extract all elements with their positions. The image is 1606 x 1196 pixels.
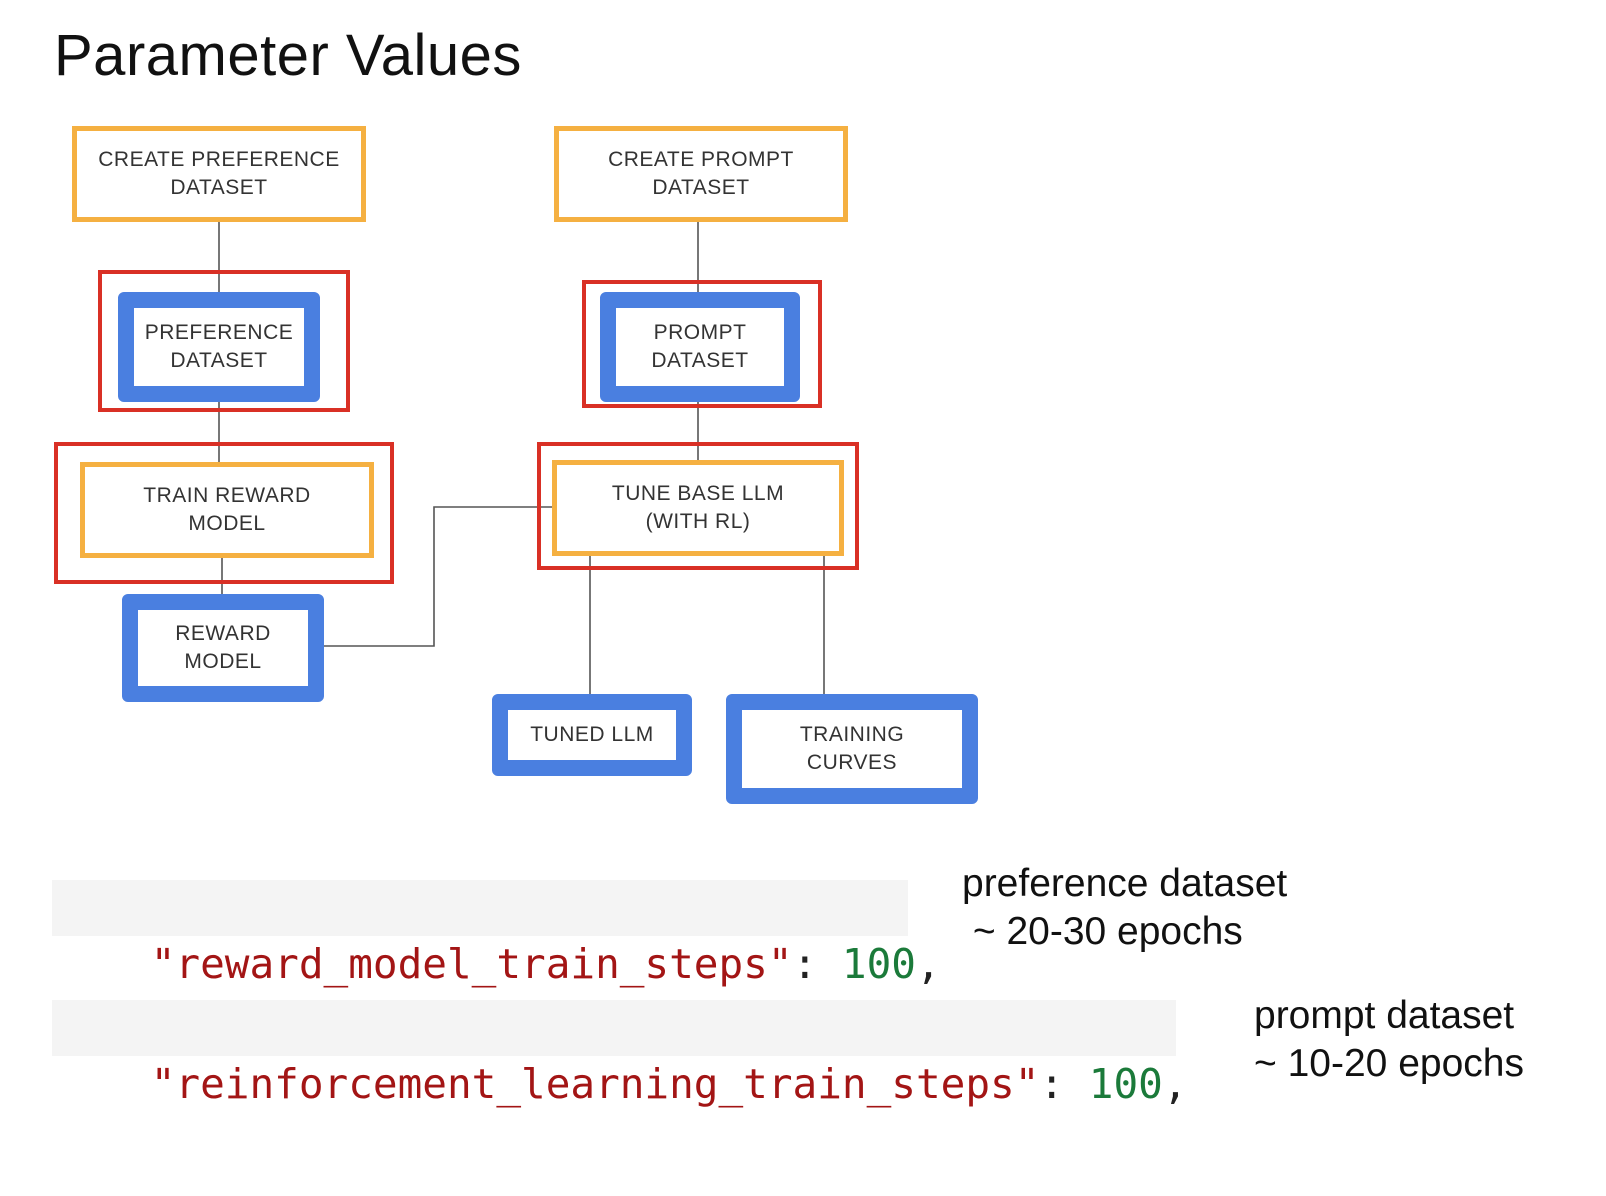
node-create-prompt-dataset: CREATE PROMPT DATASET	[554, 126, 848, 222]
param-trailing-comma: ,	[915, 940, 941, 988]
node-tuned-llm: TUNED LLM	[492, 694, 692, 776]
param-trailing-comma: ,	[1162, 1060, 1188, 1108]
node-reward-model: REWARD MODEL	[122, 594, 324, 702]
highlight-frame-preference-dataset	[98, 270, 350, 412]
node-create-preference-dataset: CREATE PREFERENCE DATASET	[72, 126, 366, 222]
node-prompt-dataset: PROMPT DATASET	[600, 292, 800, 402]
param-key: "reward_model_train_steps"	[150, 940, 793, 988]
param-value: 100	[1088, 1060, 1163, 1108]
param-note-line: ~ 20-30 epochs	[962, 910, 1243, 953]
param-value: 100	[841, 940, 916, 988]
param-line-reinforcement-learning-train-steps: "reinforcement_learning_train_steps": 10…	[52, 1000, 1188, 1108]
param-key: "reinforcement_learning_train_steps"	[150, 1060, 1040, 1108]
page-title: Parameter Values	[54, 23, 522, 88]
param-line-reward-model-train-steps: "reward_model_train_steps": 100,	[52, 880, 941, 988]
highlight-frame-train-reward-model	[54, 442, 394, 584]
node-preference-dataset: PREFERENCE DATASET	[118, 292, 320, 402]
node-training-curves: TRAINING CURVES	[726, 694, 978, 804]
param-note-line: prompt dataset	[1254, 994, 1515, 1037]
param-note-line: ~ 10-20 epochs	[1254, 1042, 1524, 1085]
param-note-line: preference dataset	[962, 862, 1288, 905]
node-train-reward-model: TRAIN REWARD MODEL	[80, 462, 374, 558]
param-separator: :	[1039, 1060, 1089, 1108]
param-note-reinforcement-learning: prompt dataset ~ 10-20 epochs	[1254, 992, 1524, 1088]
param-separator: :	[792, 940, 842, 988]
connector-reward-model-to-tune	[320, 506, 555, 647]
param-note-reward-model: preference dataset ~ 20-30 epochs	[962, 860, 1287, 956]
node-tune-base-llm: TUNE BASE LLM (WITH RL)	[552, 460, 844, 556]
highlight-frame-tune-base-llm	[537, 442, 859, 570]
highlight-frame-prompt-dataset	[582, 280, 822, 408]
